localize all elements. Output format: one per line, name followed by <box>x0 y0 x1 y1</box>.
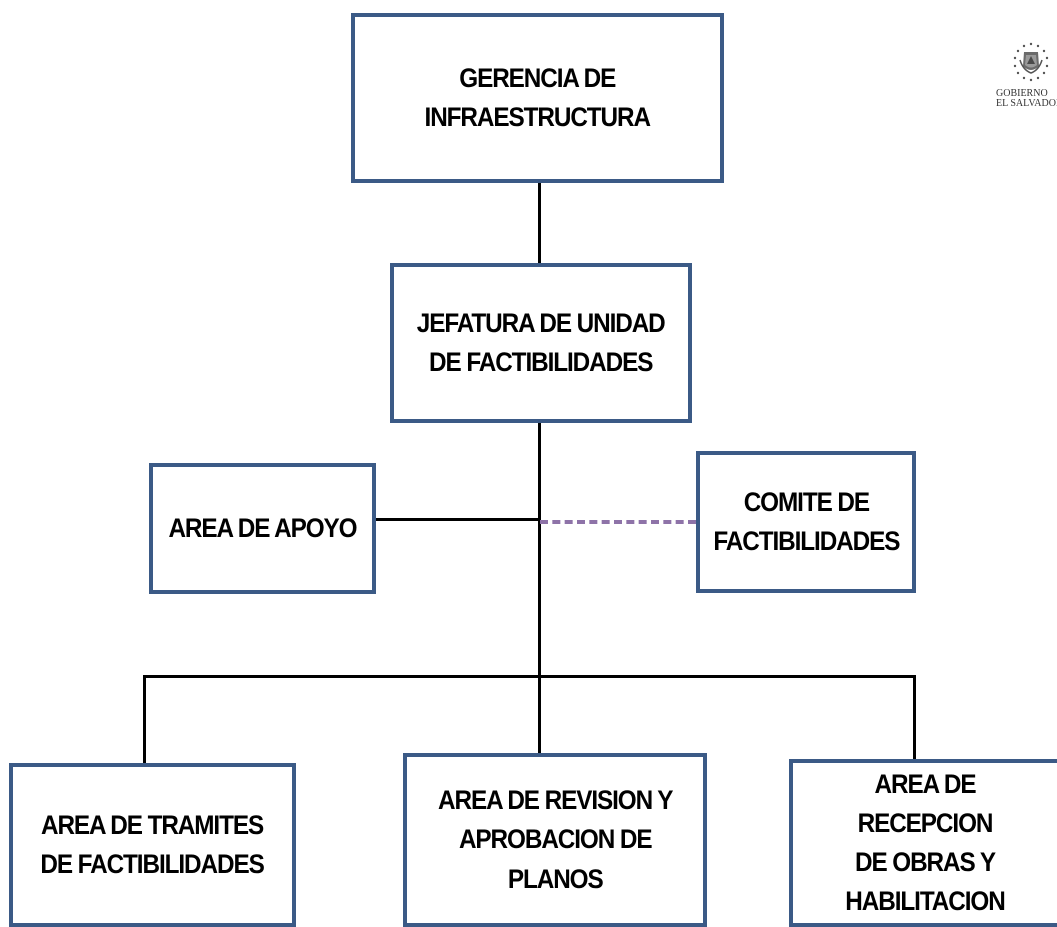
node-comite: COMITE DE FACTIBILIDADES <box>696 451 916 593</box>
dashed-connector-comite <box>540 520 696 524</box>
logo-text-line2: EL SALVADOR <box>996 98 1057 109</box>
connector-drop-recepcion <box>913 675 916 760</box>
node-apoyo-label: AREA DE APOYO <box>168 512 357 543</box>
coat-of-arms-icon <box>1013 42 1049 82</box>
government-logo: GOBIERNO EL SALVADOR <box>996 40 1057 110</box>
node-tramites: AREA DE TRAMITES DE FACTIBILIDADES <box>9 763 296 927</box>
connector-gerencia-jefatura <box>538 181 541 264</box>
node-revision-label: AREA DE REVISION Y APROBACION DE PLANOS <box>437 785 674 894</box>
node-recepcion-label: AREA DE RECEPCION DE OBRAS Y HABILITACIO… <box>845 768 1005 917</box>
node-tramites-label: AREA DE TRAMITES DE FACTIBILIDADES <box>40 809 265 879</box>
node-apoyo: AREA DE APOYO <box>149 463 376 594</box>
node-comite-label: COMITE DE FACTIBILIDADES <box>712 486 900 556</box>
node-recepcion: AREA DE RECEPCION DE OBRAS Y HABILITACIO… <box>789 759 1057 927</box>
connector-jefatura-trunk <box>538 421 541 675</box>
connector-apoyo <box>374 518 540 521</box>
connector-drop-tramites <box>143 675 146 764</box>
logo-text-line1: GOBIERNO <box>996 88 1048 99</box>
node-jefatura-label: JEFATURA DE UNIDAD DE FACTIBILIDADES <box>417 307 666 377</box>
node-gerencia-label: GERENCIA DE INFRAESTRUCTURA <box>424 62 652 132</box>
node-jefatura: JEFATURA DE UNIDAD DE FACTIBILIDADES <box>390 263 692 423</box>
connector-horizontal-bus <box>143 675 916 678</box>
node-gerencia: GERENCIA DE INFRAESTRUCTURA <box>351 13 724 183</box>
node-revision: AREA DE REVISION Y APROBACION DE PLANOS <box>403 753 707 927</box>
connector-drop-revision <box>538 675 541 754</box>
